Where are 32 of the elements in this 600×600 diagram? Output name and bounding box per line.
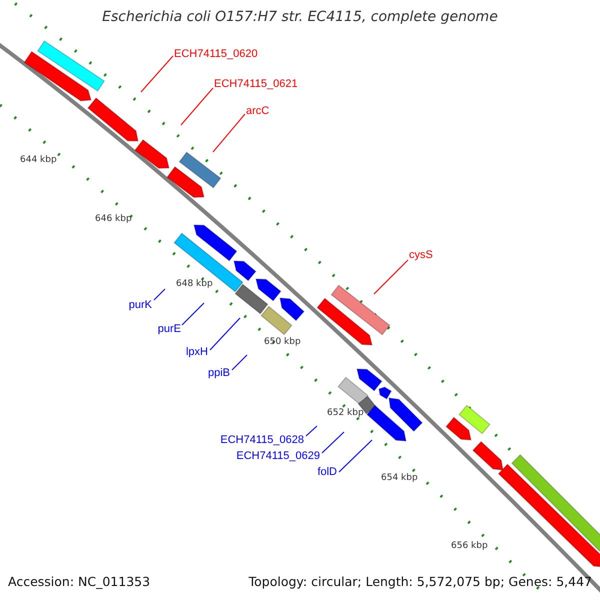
leader-line (140, 56, 174, 92)
gene-label: ECH74115_0628 (220, 435, 304, 446)
leader-line (374, 260, 408, 294)
leader-line (232, 354, 248, 370)
gene-label: cysS (409, 250, 433, 261)
leader-line (212, 114, 246, 152)
gene-label: ppiB (208, 368, 230, 379)
tick-label: 654 kbp (381, 474, 418, 483)
footer-text: Topology: circular; Length: 5,572,075 bp; Genes: 5,447 (248, 576, 592, 588)
gene-label: purK (128, 300, 152, 311)
leader-line (322, 432, 344, 454)
tick-label: 648 kbp (176, 280, 213, 289)
tick-label: 650 kbp (264, 338, 301, 347)
leader-line (210, 318, 240, 350)
leader-line (306, 426, 318, 436)
tick-label: 644 kbp (20, 156, 57, 165)
leader-line (182, 302, 204, 326)
gene-label: purE (158, 324, 181, 335)
footer-text: Accession: NC_011353 (8, 576, 150, 588)
gene-label: ECH74115_0621 (214, 79, 298, 90)
tick-label: 652 kbp (327, 409, 364, 418)
diagram-title: Escherichia coli O157:H7 str. EC4115, complete genome (101, 10, 499, 24)
leader-line (338, 440, 372, 472)
gene-label: ECH74115_0620 (174, 49, 258, 60)
leader-line (154, 288, 166, 300)
gene-label: folD (317, 467, 337, 478)
gene-label: arcC (246, 106, 270, 117)
leader-line (180, 88, 214, 126)
gene-label: ECH74115_0629 (236, 451, 320, 462)
tick-label: 646 kbp (95, 215, 132, 224)
gene-label: lpxH (186, 347, 208, 358)
tick-label: 656 kbp (451, 542, 488, 551)
